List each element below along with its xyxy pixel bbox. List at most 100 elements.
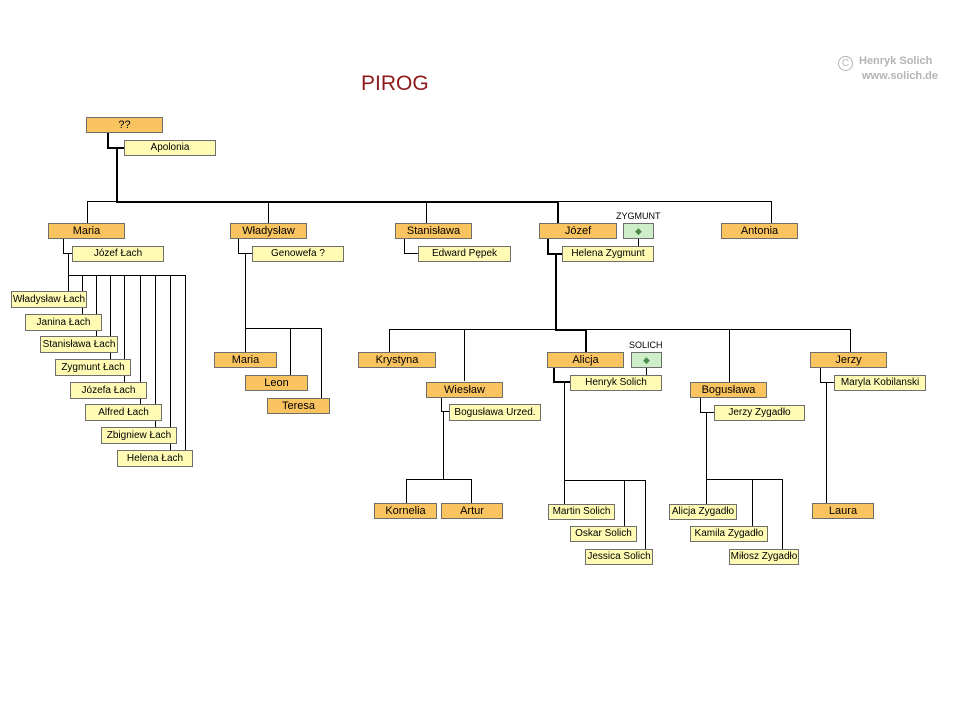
connector: [729, 329, 730, 382]
person-boguslawa[interactable]: Bogusława: [690, 382, 767, 398]
person-maryla-kobilanski[interactable]: Maryla Kobilanski: [834, 375, 926, 391]
person-boguslawa-urzed[interactable]: Bogusława Urzed.: [449, 404, 541, 421]
person-helena-zygmunt[interactable]: Helena Zygmunt: [562, 246, 654, 262]
connector: [547, 238, 549, 255]
connector: [155, 275, 156, 428]
person-oskar-solich[interactable]: Oskar Solich: [570, 526, 637, 542]
connector: [404, 253, 418, 254]
family-label-solich: SOLICH: [629, 340, 663, 350]
connector: [185, 275, 186, 451]
person-root[interactable]: ??: [86, 117, 163, 133]
person-stanislawa[interactable]: Stanisława: [395, 223, 472, 239]
connector: [87, 201, 117, 202]
connector: [638, 238, 639, 248]
person-krystyna[interactable]: Krystyna: [358, 352, 436, 368]
connector: [245, 328, 322, 329]
person-jozefa-lach[interactable]: Józefa Łach: [70, 382, 147, 399]
person-edward-pepek[interactable]: Edward Pępek: [418, 246, 511, 262]
connector: [555, 329, 587, 331]
person-jessica-solich[interactable]: Jessica Solich: [585, 549, 653, 565]
connector: [646, 367, 647, 375]
person-teresa[interactable]: Teresa: [267, 398, 330, 414]
connector: [555, 253, 557, 330]
family-link-solich[interactable]: ◆: [631, 352, 662, 368]
connector: [406, 479, 407, 503]
person-henryk-solich[interactable]: Henryk Solich: [570, 375, 662, 391]
connector: [124, 275, 125, 383]
connector: [826, 382, 827, 503]
connector: [585, 329, 587, 352]
connector: [464, 329, 465, 381]
connector: [820, 367, 821, 383]
person-artur[interactable]: Artur: [441, 503, 503, 519]
person-antonia[interactable]: Antonia: [721, 223, 798, 239]
person-alicja-zygadlo[interactable]: Alicja Zygadło: [669, 504, 737, 520]
person-kamila-zygadlo[interactable]: Kamila Zygadło: [690, 526, 768, 542]
connector: [107, 132, 109, 148]
connector: [553, 381, 571, 383]
connector: [782, 479, 783, 549]
connector: [170, 275, 171, 451]
person-jerzy-zygadlo[interactable]: Jerzy Zygadło: [714, 405, 805, 421]
connector: [441, 411, 449, 412]
tree-title: PIROG: [361, 72, 429, 95]
connector: [752, 479, 753, 526]
family-link-zygmunt[interactable]: ◆: [623, 223, 654, 239]
connector: [558, 201, 771, 202]
connector: [564, 381, 565, 481]
person-genowefa[interactable]: Genowefa ?: [252, 246, 344, 262]
person-apolonia[interactable]: Apolonia: [124, 140, 216, 156]
person-milosz-zygadlo[interactable]: Miłosz Zygadło: [729, 549, 799, 565]
person-alicja[interactable]: Alicja: [547, 352, 624, 368]
connector: [116, 201, 558, 203]
connector: [706, 479, 707, 504]
connector: [87, 201, 88, 223]
person-martin-solich[interactable]: Martin Solich: [548, 504, 615, 520]
connector: [850, 329, 851, 352]
watermark-author: Henryk Solich: [859, 55, 933, 67]
connector: [441, 396, 442, 412]
person-jerzy[interactable]: Jerzy: [810, 352, 887, 368]
connector: [645, 480, 646, 549]
person-jozef[interactable]: Józef: [539, 223, 617, 239]
connector: [406, 479, 472, 480]
person-leon[interactable]: Leon: [245, 375, 308, 391]
connector: [68, 253, 69, 276]
connector: [706, 479, 783, 480]
person-laura[interactable]: Laura: [812, 503, 874, 519]
person-helena-lach[interactable]: Helena Łach: [117, 450, 193, 467]
connector: [63, 253, 72, 254]
connector: [547, 253, 562, 255]
person-stanislawa-lach[interactable]: Stanisława Łach: [40, 336, 118, 353]
connector: [564, 480, 646, 481]
connector: [140, 275, 141, 405]
connector: [245, 253, 246, 329]
person-janina-lach[interactable]: Janina Łach: [25, 314, 102, 331]
person-maria-2[interactable]: Maria: [214, 352, 277, 368]
person-maria[interactable]: Maria: [48, 223, 125, 239]
connector: [771, 201, 772, 223]
person-wladyslaw[interactable]: Władysław: [230, 223, 307, 239]
connector: [557, 201, 559, 223]
connector: [564, 480, 565, 504]
person-zygmunt-lach[interactable]: Zygmunt Łach: [55, 359, 131, 376]
connector: [624, 480, 625, 526]
person-jozef-lach[interactable]: Józef Łach: [72, 246, 164, 262]
connector: [110, 275, 111, 360]
connector: [404, 238, 405, 254]
connector: [107, 147, 124, 149]
connector: [268, 201, 269, 223]
connector: [238, 238, 239, 254]
connector: [245, 328, 246, 352]
person-wladyslaw-lach[interactable]: Władysław Łach: [11, 291, 87, 308]
person-kornelia[interactable]: Kornelia: [374, 503, 437, 519]
connector: [116, 147, 118, 202]
connector: [68, 275, 185, 276]
connector: [389, 329, 851, 330]
copyright-icon: C: [838, 56, 853, 71]
person-zbigniew-lach[interactable]: Zbigniew Łach: [101, 427, 177, 444]
person-alfred-lach[interactable]: Alfred Łach: [85, 404, 162, 421]
person-wieslaw[interactable]: Wiesław: [426, 382, 503, 398]
connector: [321, 328, 322, 398]
